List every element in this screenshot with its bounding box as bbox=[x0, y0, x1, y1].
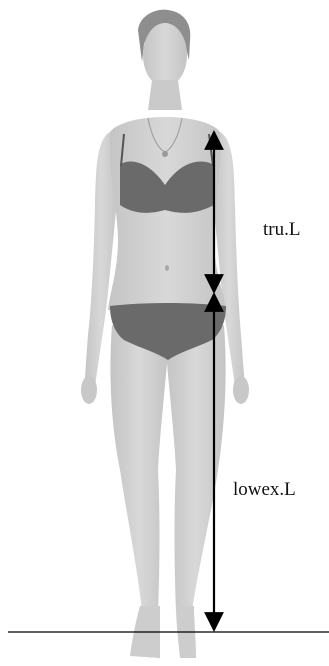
human-figure bbox=[81, 10, 249, 658]
left-leg bbox=[110, 325, 168, 612]
trunk-length-label: tru.L bbox=[263, 220, 300, 239]
torso bbox=[108, 117, 226, 310]
head bbox=[143, 23, 187, 87]
navel bbox=[165, 265, 169, 271]
pendant bbox=[162, 151, 168, 157]
lower-extremity-length-label: lowex.L bbox=[233, 480, 296, 499]
neck bbox=[148, 80, 182, 110]
right-hand bbox=[233, 376, 249, 404]
right-leg bbox=[166, 325, 226, 612]
left-hand bbox=[81, 376, 97, 404]
